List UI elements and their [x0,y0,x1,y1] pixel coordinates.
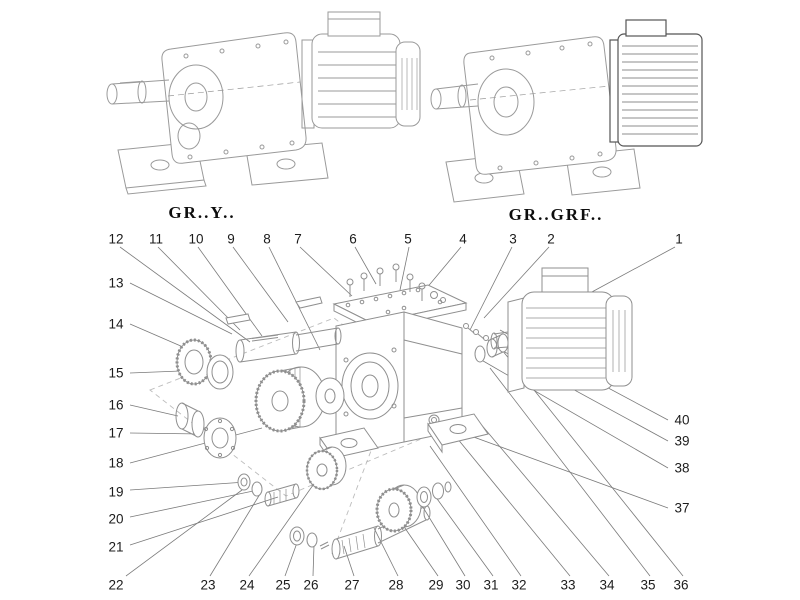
callout-5: 5 [404,231,412,247]
part-lower-washers [289,526,330,550]
callout-10: 10 [188,231,204,247]
callout-30: 30 [455,577,471,593]
callout-17: 17 [108,425,124,441]
callout-6: 6 [349,231,357,247]
overview-machine-gr-y [106,11,421,195]
part-retaining-ring [206,354,234,390]
callout-18: 18 [108,455,124,471]
callout-7: 7 [294,231,302,247]
callout-19: 19 [108,484,124,500]
part-motor [490,267,633,393]
callout-11: 11 [148,231,164,247]
exploded-view [175,263,633,560]
part-gear-intermediate [315,377,345,415]
callout-39: 39 [674,433,690,449]
part-bearing [203,417,237,459]
callout-37: 37 [674,500,690,516]
callout-28: 28 [388,577,404,593]
callout-36: 36 [673,577,689,593]
part-pinion-washers [237,473,300,507]
callout-38: 38 [674,460,690,476]
callout-8: 8 [263,231,271,247]
model-label-right: GR..GRF.. [508,205,604,224]
callout-12: 12 [108,231,124,247]
callout-13: 13 [108,275,124,291]
callout-1: 1 [675,231,683,247]
overview-machine-gr-grf [430,19,703,203]
callout-32: 32 [511,577,527,593]
callout-23: 23 [200,577,216,593]
part-gear-input [375,484,422,533]
callout-14: 14 [108,316,124,332]
part-housing [319,311,489,467]
callout-15: 15 [108,365,124,381]
part-oil-seal [175,338,213,386]
callout-27: 27 [344,577,360,593]
callout-31: 31 [483,577,499,593]
callout-20: 20 [108,511,124,527]
callout-34: 34 [599,577,615,593]
callout-3: 3 [509,231,517,247]
part-gear-large [254,366,326,433]
callout-26: 26 [303,577,319,593]
callout-2: 2 [547,231,555,247]
callout-40: 40 [674,412,690,428]
part-cover-bolts [346,263,446,303]
callout-33: 33 [560,577,576,593]
part-shaft-rings [416,481,452,508]
part-output-shaft [225,296,342,363]
part-spacer-sleeve [175,402,205,438]
callout-24: 24 [239,577,255,593]
model-label-left: GR..Y.. [168,203,236,222]
callout-29: 29 [428,577,444,593]
callout-16: 16 [108,397,124,413]
part-gear-second [305,446,347,491]
callout-9: 9 [227,231,235,247]
callout-25: 25 [275,577,291,593]
callout-22: 22 [108,577,124,593]
callout-4: 4 [459,231,467,247]
callout-21: 21 [108,539,124,555]
callout-35: 35 [640,577,656,593]
